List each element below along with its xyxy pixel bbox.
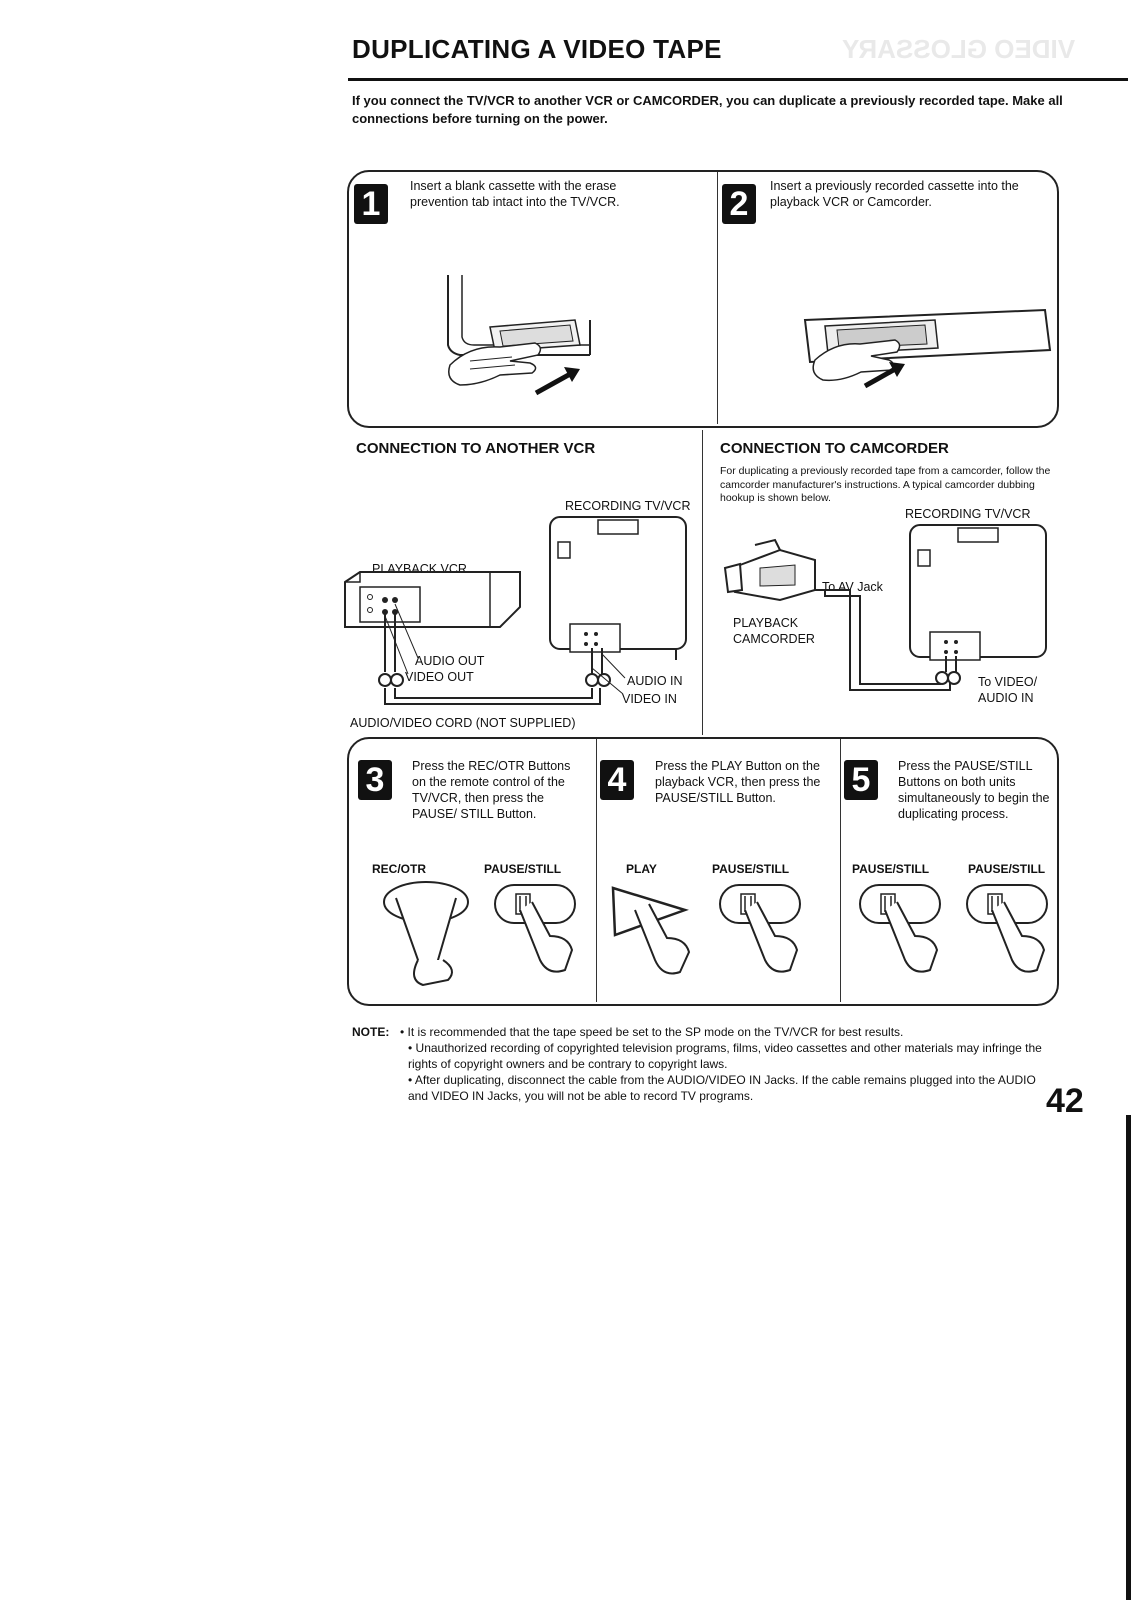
section-divider [702, 430, 703, 735]
playback-camcorder-label-1: PLAYBACK [733, 616, 799, 630]
step-4-5-divider [840, 739, 841, 1002]
note-label: NOTE: [352, 1025, 390, 1039]
to-video-label-2: AUDIO IN [978, 691, 1034, 705]
pause-still-button-icon-5b [966, 884, 1048, 973]
step-5-number: 5 [844, 760, 878, 800]
steps-1-2-divider [717, 172, 718, 424]
pause-still-button-icon-4 [719, 884, 801, 973]
vcr-connection-diagram [344, 516, 687, 705]
rec-otr-label: REC/OTR [372, 862, 426, 876]
camcorder-connection-desc: For duplicating a previously recorded ta… [720, 465, 1051, 504]
camcorder-connection-diagram [723, 524, 1047, 691]
step-1-illustration [447, 275, 591, 396]
pause-still-button-icon-5a [859, 884, 941, 973]
binding-edge [1126, 1115, 1131, 1600]
step-3-text: Press the REC/OTR Buttons on the remote … [412, 759, 571, 821]
note-item-2-text: Unauthorized recording of copyrighted te… [408, 1041, 1042, 1071]
step-3-4-divider [596, 739, 597, 1002]
audio-out-label: AUDIO OUT [415, 654, 485, 668]
page-title: DUPLICATING A VIDEO TAPE [352, 34, 722, 64]
title-rule [348, 78, 1128, 81]
step-2-number: 2 [722, 184, 756, 224]
step-4-text: Press the PLAY Button on the playback VC… [655, 759, 821, 805]
step-1-number: 1 [354, 184, 388, 224]
audio-in-label: AUDIO IN [627, 674, 683, 688]
step-1-text: Insert a blank cassette with the erase p… [410, 179, 620, 209]
note-item-1-text: It is recommended that the tape speed be… [407, 1025, 904, 1039]
steps-3-5-panel [347, 737, 1059, 1006]
video-in-label: VIDEO IN [622, 692, 677, 706]
note-item-1: • It is recommended that the tape speed … [400, 1025, 904, 1039]
step-4-number: 4 [600, 760, 634, 800]
playback-camcorder-label-2: CAMCORDER [733, 632, 815, 646]
camcorder-recording-label: RECORDING TV/VCR [905, 507, 1031, 521]
camcorder-connection-heading: CONNECTION TO CAMCORDER [720, 440, 949, 457]
video-out-label: VIDEO OUT [405, 670, 474, 684]
bleed-through-title: VIDEO GLOSSARY [842, 34, 1076, 64]
pause-still-label-3: PAUSE/STILL [484, 862, 562, 876]
rec-otr-button-icon [383, 881, 469, 987]
play-button-icon [611, 886, 691, 975]
play-label: PLAY [626, 862, 657, 876]
note-item-3-text: After duplicating, disconnect the cable … [408, 1073, 1036, 1103]
pause-still-button-icon-3 [494, 884, 576, 973]
to-video-label-1: To VIDEO/ [978, 675, 1038, 689]
note-item-2: • Unauthorized recording of copyrighted … [408, 1041, 1042, 1071]
step-2-illustration [803, 308, 1052, 389]
step-2-text: Insert a previously recorded cassette in… [770, 179, 1019, 209]
recording-tvvcr-label: RECORDING TV/VCR [565, 499, 691, 513]
step-5-text: Press the PAUSE/STILL Buttons on both un… [898, 759, 1050, 821]
note-item-3: • After duplicating, disconnect the cabl… [408, 1073, 1036, 1103]
step-3-number: 3 [358, 760, 392, 800]
intro-text: If you connect the TV/VCR to another VCR… [352, 93, 1063, 126]
vcr-connection-heading: CONNECTION TO ANOTHER VCR [356, 440, 596, 457]
page-number: 42 [1046, 1082, 1084, 1120]
steps-1-2-panel [347, 170, 1059, 428]
pause-still-label-5a: PAUSE/STILL [852, 862, 930, 876]
pause-still-label-5b: PAUSE/STILL [968, 862, 1046, 876]
av-cord-label: AUDIO/VIDEO CORD (NOT SUPPLIED) [350, 716, 576, 730]
pause-still-label-4: PAUSE/STILL [712, 862, 790, 876]
